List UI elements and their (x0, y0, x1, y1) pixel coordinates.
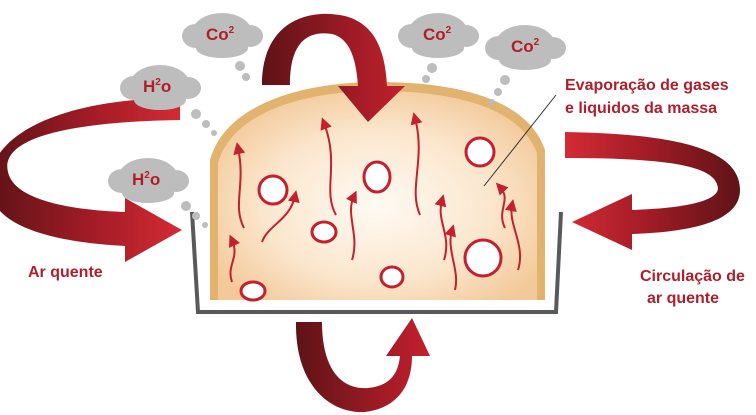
right-circulation-arrow (565, 132, 740, 250)
left-hot-air-arrow (0, 98, 182, 262)
cloud-co2-right: Co2 (485, 25, 566, 105)
cloud-sup: 2 (446, 25, 452, 36)
rising-arrow (410, 112, 423, 216)
cloud-sup: 2 (534, 37, 540, 48)
cloud-co2-left: Co2 (182, 13, 263, 81)
gas-bubbles (239, 136, 503, 302)
svg-text:H2o: H2o (132, 170, 160, 189)
evaporation-leader-line (483, 94, 557, 187)
hot-air-label: Ar quente (28, 264, 103, 281)
evaporation-label-line2: e liquidos da massa (565, 100, 717, 117)
bread-dough (218, 91, 537, 300)
rising-arrow (434, 194, 448, 261)
cloud-co2-middle: Co2 (398, 13, 479, 83)
rising-arrow (320, 117, 337, 216)
bubble (310, 220, 338, 244)
cloud-h2o-upper: H2o (120, 65, 217, 136)
rising-arrow (233, 142, 246, 229)
baking-pan (190, 211, 563, 314)
evaporation-label-line1: Evaporação de gases (565, 77, 729, 94)
rising-arrow (228, 234, 240, 283)
rising-gas-arrows (228, 112, 522, 291)
cloud-tail: o (150, 170, 160, 189)
bubble (464, 136, 496, 168)
rising-arrow (504, 199, 522, 271)
svg-text:Co2: Co2 (206, 25, 235, 44)
rising-arrow (346, 190, 357, 261)
rising-arrow (495, 182, 509, 229)
svg-text:Co2: Co2 (423, 25, 452, 44)
bubble (463, 238, 503, 278)
circulation-label-line1: Circulação de (640, 268, 745, 285)
cloud-sup: 2 (229, 25, 235, 36)
cloud-sup: 2 (155, 77, 161, 88)
top-circulation-arrow (262, 13, 405, 122)
bubble (362, 160, 392, 194)
rising-arrow (261, 190, 300, 243)
svg-text:Co2: Co2 (511, 37, 540, 56)
cloud-base: H (143, 77, 155, 96)
bubble (257, 174, 289, 206)
bubble (379, 265, 405, 289)
cloud-sup: 2 (144, 170, 150, 181)
cloud-base: Co (423, 25, 446, 44)
bottom-circulation-arrow (295, 318, 430, 413)
cloud-tail: o (161, 77, 171, 96)
cloud-base: Co (511, 37, 534, 56)
rising-arrow (444, 224, 458, 291)
bubble (239, 280, 267, 302)
cloud-h2o-lower: H2o (108, 158, 208, 228)
circulation-label-line2: ar quente (647, 290, 719, 307)
cloud-base: H (132, 170, 144, 189)
svg-text:H2o: H2o (143, 77, 171, 96)
cloud-base: Co (206, 25, 229, 44)
